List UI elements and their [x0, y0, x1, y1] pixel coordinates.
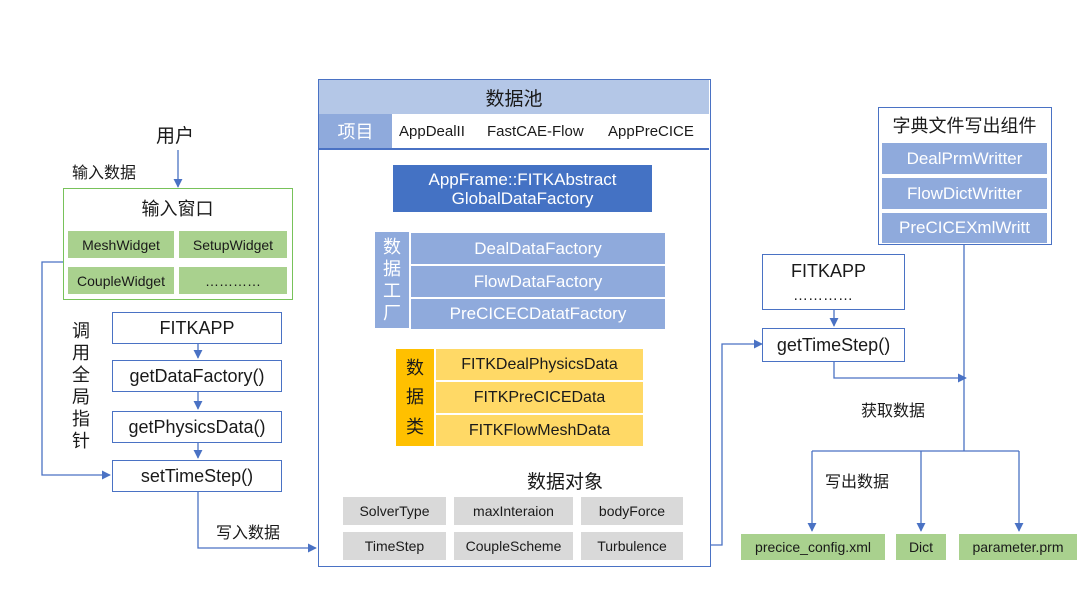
- get-time-step[interactable]: getTimeStep(): [762, 328, 905, 362]
- gettimestep-to-writers-arrow: [833, 362, 967, 383]
- output-dict[interactable]: Dict: [896, 534, 946, 560]
- precice-data[interactable]: FITKPreCICEData: [436, 382, 643, 413]
- data-objects-label: 数据对象: [527, 472, 604, 493]
- couple-widget[interactable]: CoupleWidget: [68, 267, 174, 294]
- user-label: 用户: [156, 126, 195, 147]
- mesh-widget[interactable]: MeshWidget: [68, 231, 174, 258]
- data-class-side-label: 数 据 类: [396, 349, 434, 446]
- right-fitkapp-label: FITKAPP: [791, 261, 867, 281]
- call-global-pointer-label: 调 用 全 局 指 针: [72, 321, 90, 451]
- output-parameter-prm[interactable]: parameter.prm: [959, 534, 1077, 560]
- global-data-factory[interactable]: AppFrame::FITKAbstract GlobalDataFactory: [393, 165, 652, 212]
- setup-widget[interactable]: SetupWidget: [179, 231, 287, 258]
- project-divider: [319, 148, 709, 150]
- step-set-time-step[interactable]: setTimeStep(): [112, 460, 282, 492]
- components-title: 字典文件写出组件: [892, 116, 1037, 136]
- step-get-physics-data[interactable]: getPhysicsData(): [112, 411, 282, 443]
- object-couple-scheme[interactable]: CoupleScheme: [454, 532, 573, 560]
- app-fastcae-flow[interactable]: FastCAE-Flow: [487, 123, 584, 140]
- deal-physics-data[interactable]: FITKDealPhysicsData: [436, 349, 643, 380]
- input-window: 输入窗口 MeshWidget SetupWidget CoupleWidget…: [63, 188, 293, 300]
- flow-mesh-data[interactable]: FITKFlowMeshData: [436, 415, 643, 446]
- right-fitkapp-dots: …………: [793, 287, 853, 304]
- step-get-data-factory[interactable]: getDataFactory(): [112, 360, 282, 392]
- right-fitkapp-box[interactable]: FITKAPP …………: [762, 254, 905, 310]
- global-pointer-arrow: [41, 261, 111, 480]
- data-factory-side-label: 数 据 工 厂: [375, 232, 409, 328]
- flow-dict-writter[interactable]: FlowDictWritter: [882, 178, 1047, 209]
- precice-data-factory[interactable]: PreCICECDatatFactory: [411, 299, 665, 329]
- write-out-data-label: 写出数据: [825, 474, 890, 491]
- get-data-label: 获取数据: [861, 403, 926, 420]
- deal-prm-writter[interactable]: DealPrmWritter: [882, 143, 1047, 174]
- app-dealii[interactable]: AppDealII: [399, 123, 465, 140]
- input-data-label: 输入数据: [72, 165, 137, 182]
- object-time-step[interactable]: TimeStep: [343, 532, 446, 560]
- write-data-arrow: [197, 492, 317, 553]
- more-widgets[interactable]: …………: [179, 267, 287, 294]
- step-fitkapp[interactable]: FITKAPP: [112, 312, 282, 344]
- precice-xml-writt[interactable]: PreCICEXmlWritt: [882, 213, 1047, 243]
- project-label: 项目: [319, 114, 392, 148]
- flow-data-factory[interactable]: FlowDataFactory: [411, 266, 665, 297]
- input-window-title: 输入窗口: [141, 199, 214, 219]
- object-max-interaion[interactable]: maxInteraion: [454, 497, 573, 525]
- dictionary-writer-components: 字典文件写出组件 DealPrmWritter FlowDictWritter …: [878, 107, 1052, 245]
- output-precice-config[interactable]: precice_config.xml: [741, 534, 885, 560]
- deal-data-factory[interactable]: DealDataFactory: [411, 233, 665, 264]
- write-data-label: 写入数据: [216, 525, 281, 542]
- object-solver-type[interactable]: SolverType: [343, 497, 446, 525]
- object-turbulence[interactable]: Turbulence: [581, 532, 683, 560]
- app-precice[interactable]: AppPreCICE: [608, 123, 694, 140]
- data-pool-title: 数据池: [319, 80, 709, 114]
- object-body-force[interactable]: bodyForce: [581, 497, 683, 525]
